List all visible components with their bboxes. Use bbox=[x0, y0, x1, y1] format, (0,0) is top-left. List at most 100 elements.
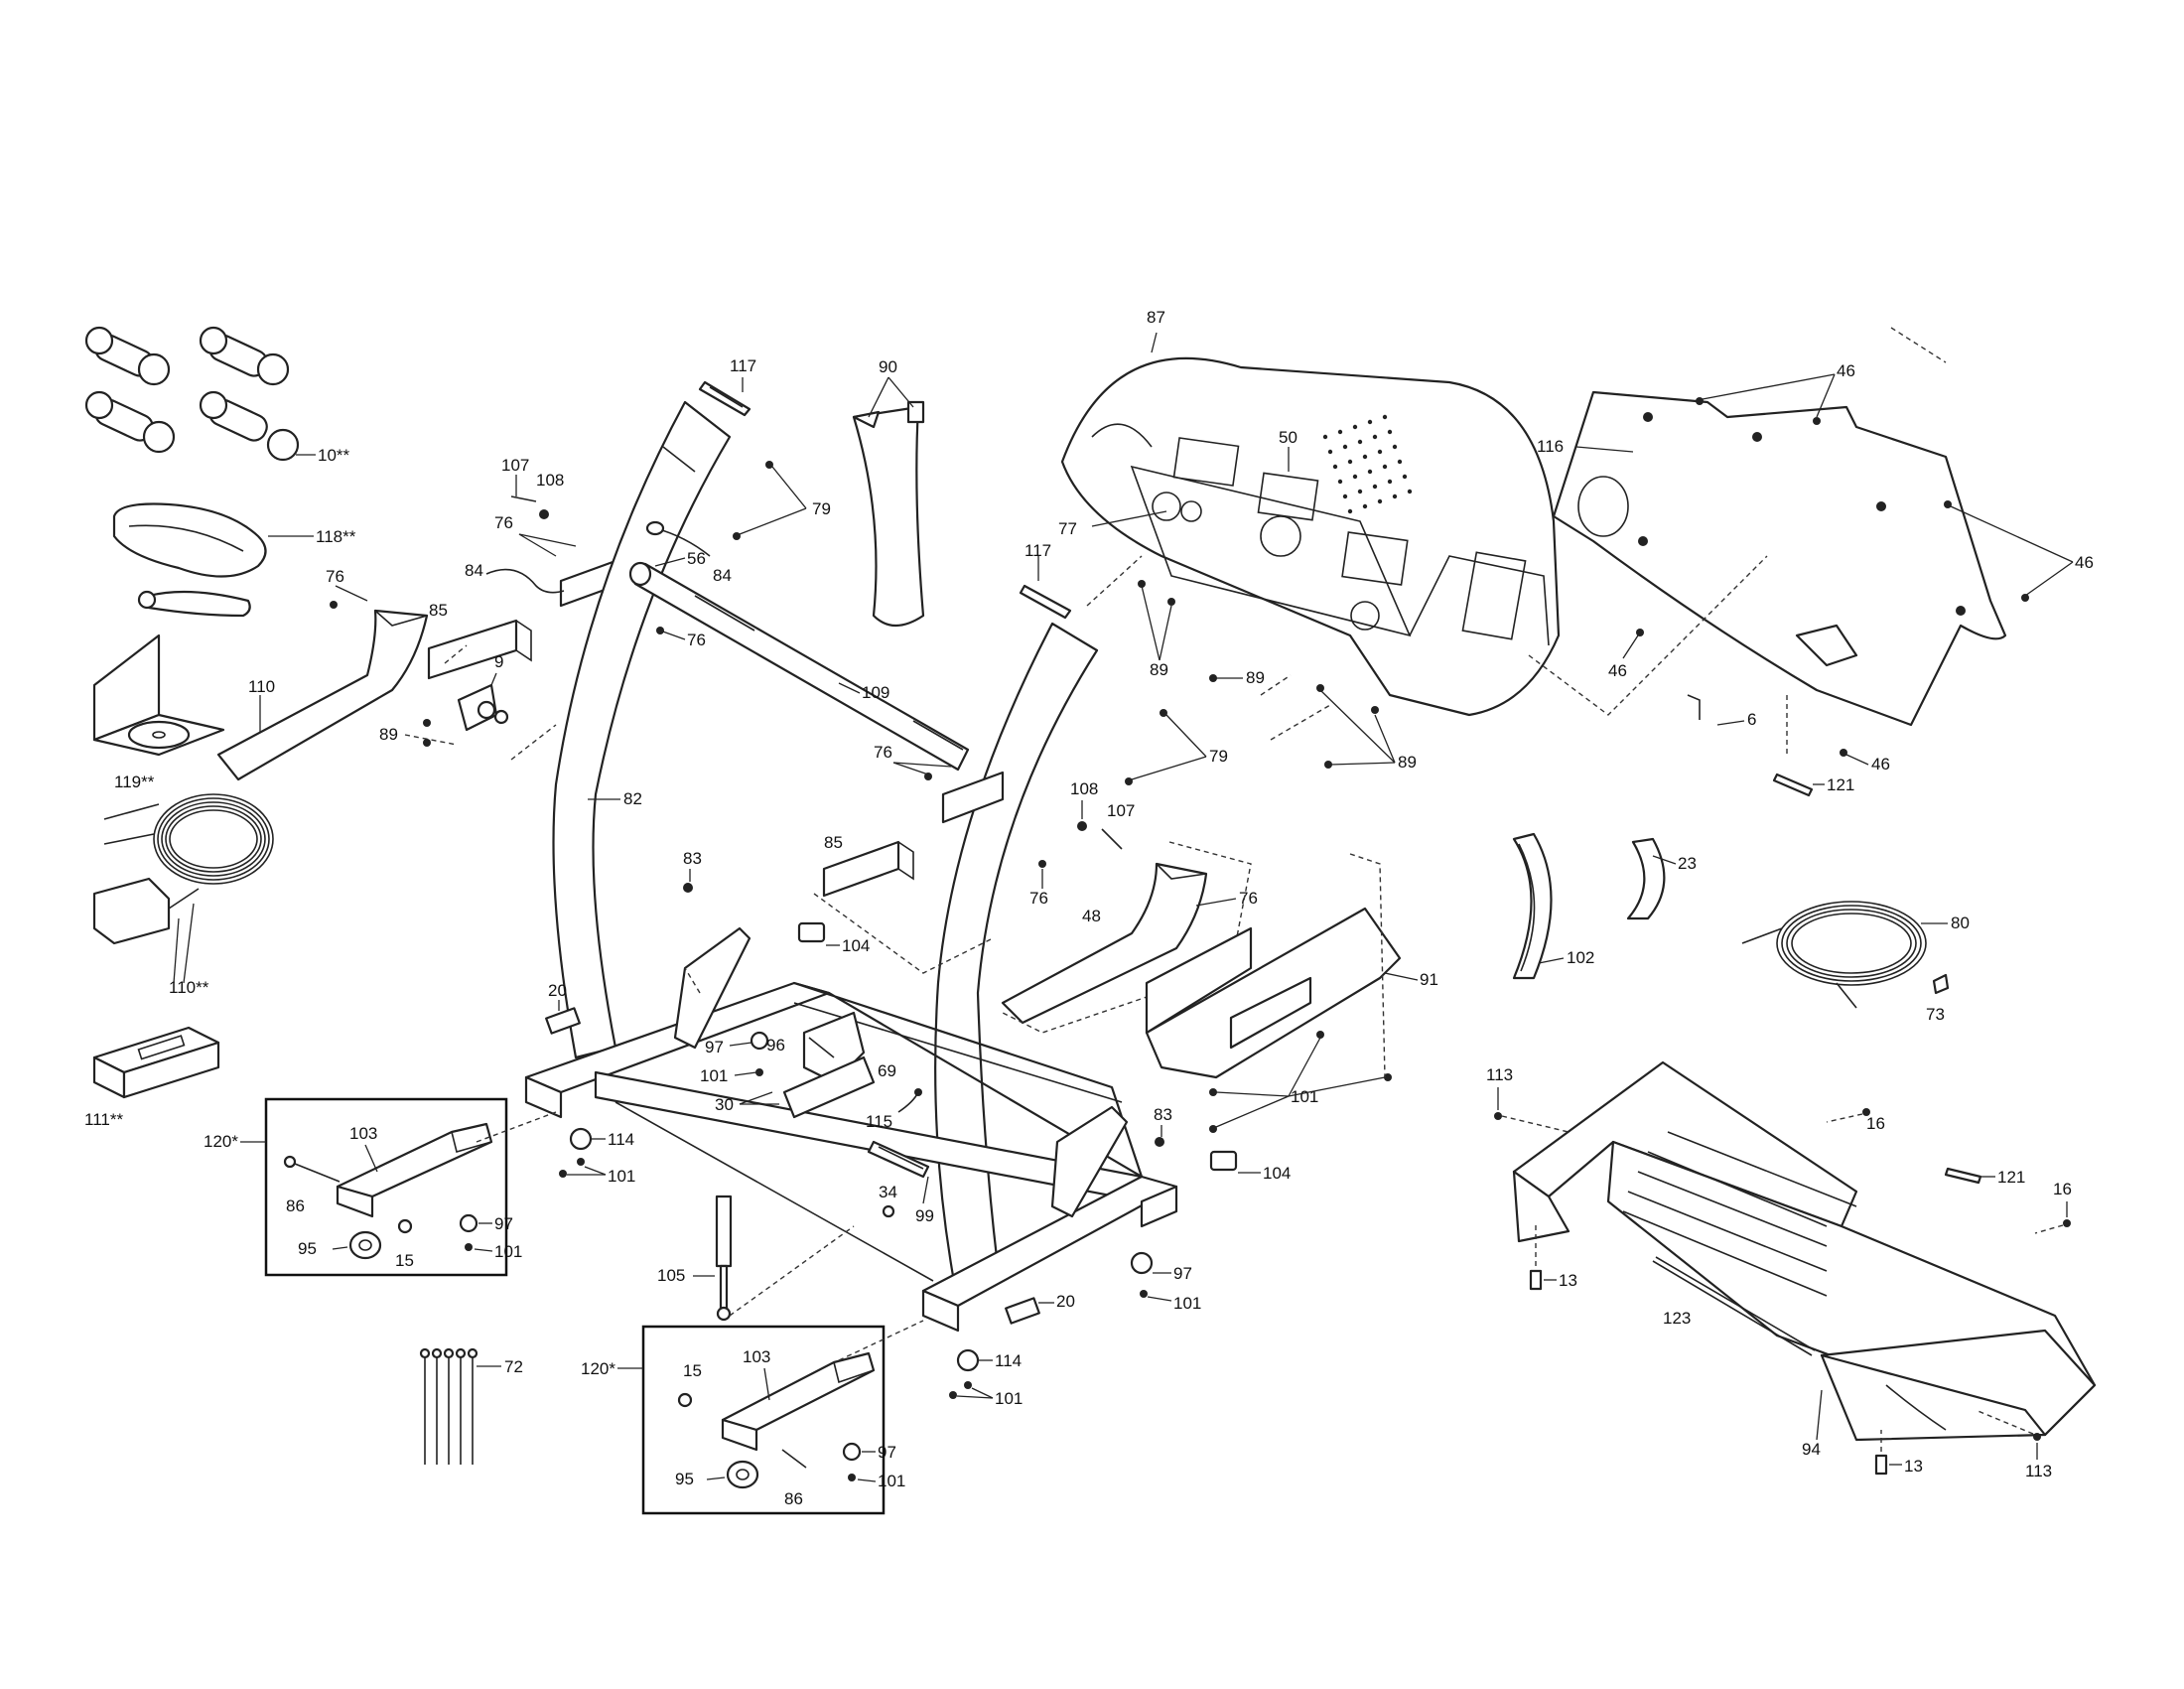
right-lower-insert bbox=[822, 840, 914, 898]
wheel-bracket-103-right bbox=[721, 1351, 876, 1452]
callout-76-crossbar: 76 bbox=[687, 631, 706, 649]
callout-114-left: 114 bbox=[608, 1130, 634, 1149]
callout-84-left: 84 bbox=[465, 561, 483, 580]
callout-116: 116 bbox=[1537, 437, 1564, 456]
callout-46-top: 46 bbox=[1837, 361, 1855, 380]
callout-97-center: 97 bbox=[705, 1038, 724, 1056]
cable-80 bbox=[1741, 901, 1927, 1009]
callout-83-left: 83 bbox=[683, 849, 702, 868]
bumper-104-right bbox=[1209, 1150, 1238, 1172]
callout-121-upper: 121 bbox=[1827, 775, 1854, 794]
callout-110-accessory: 110** bbox=[169, 978, 209, 997]
callout-101-kit-left: 101 bbox=[494, 1242, 522, 1261]
callout-113-top: 113 bbox=[1486, 1065, 1513, 1084]
callout-80: 80 bbox=[1951, 914, 1970, 932]
cd-case bbox=[92, 633, 225, 757]
callout-16-right: 16 bbox=[2053, 1180, 2072, 1198]
callout-117-right: 117 bbox=[1024, 541, 1051, 560]
callout-76-shield: 76 bbox=[1239, 889, 1258, 908]
callout-86-left: 86 bbox=[286, 1196, 305, 1215]
callout-102: 102 bbox=[1567, 948, 1594, 967]
pad-20-left bbox=[545, 1007, 581, 1035]
callout-16-top: 16 bbox=[1866, 1114, 1885, 1133]
callout-101-right: 101 bbox=[995, 1389, 1023, 1408]
callout-13-left: 13 bbox=[1559, 1271, 1577, 1290]
callout-108-right: 108 bbox=[1070, 779, 1098, 798]
callout-101-center: 101 bbox=[700, 1066, 728, 1085]
callout-91: 91 bbox=[1420, 970, 1438, 989]
callout-76-upper: 76 bbox=[494, 513, 513, 532]
callout-101-left: 101 bbox=[608, 1167, 635, 1186]
callout-50: 50 bbox=[1279, 428, 1297, 447]
callout-6: 6 bbox=[1747, 710, 1756, 729]
dumbbells bbox=[84, 326, 300, 462]
callout-118: 118** bbox=[316, 527, 356, 546]
callout-119: 119** bbox=[114, 773, 155, 791]
console-grille-dots bbox=[1322, 414, 1413, 514]
callout-117-left: 117 bbox=[730, 356, 756, 375]
side-rail-cover-48 bbox=[1001, 862, 1208, 1025]
left-upright-insert-lower bbox=[427, 619, 532, 680]
callout-120-left: 120* bbox=[204, 1132, 238, 1151]
callout-90: 90 bbox=[879, 357, 897, 376]
rail-123 bbox=[1652, 1256, 1816, 1356]
video-cassette bbox=[92, 1026, 220, 1099]
callout-105: 105 bbox=[657, 1266, 685, 1285]
callout-10: 10** bbox=[318, 446, 350, 465]
callout-76-right-b: 76 bbox=[1029, 889, 1048, 908]
callout-101-kit-right: 101 bbox=[878, 1472, 905, 1490]
callout-120-right: 120* bbox=[581, 1359, 615, 1378]
callout-13-right: 13 bbox=[1904, 1457, 1923, 1476]
callout-15-left: 15 bbox=[395, 1251, 414, 1270]
callout-89-a: 89 bbox=[1150, 660, 1168, 679]
wheel-kit-box-right bbox=[641, 1325, 886, 1515]
callout-87: 87 bbox=[1147, 308, 1165, 327]
bracket-9 bbox=[457, 683, 509, 732]
callout-77: 77 bbox=[1058, 519, 1077, 538]
callout-109: 109 bbox=[862, 683, 889, 702]
callout-104-left: 104 bbox=[842, 936, 870, 955]
callout-113-bottom: 113 bbox=[2025, 1462, 2052, 1480]
callout-84-mid: 84 bbox=[713, 566, 732, 585]
wheel-bracket-103-left bbox=[336, 1122, 493, 1218]
cable-ties-72 bbox=[419, 1347, 478, 1465]
cable-coil bbox=[92, 793, 274, 945]
callout-121-lower: 121 bbox=[1997, 1168, 2025, 1187]
belt-102 bbox=[1512, 832, 1553, 980]
callout-46-left: 46 bbox=[1608, 661, 1627, 680]
motor-tray-91 bbox=[1145, 907, 1402, 1079]
callout-9: 9 bbox=[494, 652, 503, 671]
incline-motor-34 bbox=[867, 1140, 930, 1179]
callout-82: 82 bbox=[623, 789, 642, 808]
callout-94: 94 bbox=[1802, 1440, 1821, 1459]
callout-96: 96 bbox=[766, 1036, 785, 1055]
callout-86-right: 86 bbox=[784, 1489, 803, 1508]
callout-69: 69 bbox=[878, 1061, 896, 1080]
callout-23: 23 bbox=[1678, 854, 1697, 873]
callout-56: 56 bbox=[687, 549, 706, 568]
belt-23 bbox=[1626, 837, 1666, 920]
callout-108-left: 108 bbox=[536, 471, 564, 490]
callout-20-left: 20 bbox=[548, 981, 567, 1000]
callout-89-left: 89 bbox=[379, 725, 398, 744]
callout-76-left: 76 bbox=[326, 567, 344, 586]
callout-85-left: 85 bbox=[429, 601, 448, 620]
right-upright-insert bbox=[941, 771, 1005, 824]
callout-115: 115 bbox=[866, 1112, 892, 1131]
pivot-bracket-left bbox=[673, 926, 751, 1050]
callout-123: 123 bbox=[1663, 1309, 1691, 1328]
callout-89-c: 89 bbox=[1398, 753, 1417, 772]
callout-114-right: 114 bbox=[995, 1351, 1022, 1370]
callout-20-right: 20 bbox=[1056, 1292, 1075, 1311]
callout-83-right: 83 bbox=[1154, 1105, 1172, 1124]
callout-95-left: 95 bbox=[298, 1239, 317, 1258]
callout-48: 48 bbox=[1082, 907, 1101, 925]
callout-85-right: 85 bbox=[824, 833, 843, 852]
callout-107-left: 107 bbox=[501, 456, 529, 475]
bumper-104-left bbox=[797, 921, 826, 943]
callout-101-rightfoot: 101 bbox=[1173, 1294, 1201, 1313]
incline-motor-bracket bbox=[782, 1011, 876, 1119]
callout-79-upper: 79 bbox=[812, 499, 831, 518]
